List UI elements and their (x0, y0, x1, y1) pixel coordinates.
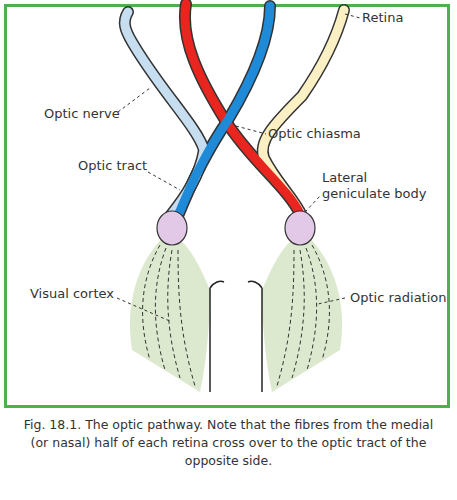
left-radiation (130, 238, 210, 392)
part-label: Optic tract (78, 158, 168, 174)
right-lgb (285, 211, 315, 245)
left-lgb (157, 211, 187, 245)
leader-line (117, 14, 360, 322)
part-label: Lateral geniculate body (322, 170, 432, 202)
figure-frame (4, 4, 450, 408)
fibre-colour (125, 4, 344, 216)
part-label: Optic chiasma (268, 126, 378, 142)
part-label: Optic radiation (350, 290, 450, 306)
hemisphere-outline (210, 281, 262, 392)
radiation-fibres (143, 245, 330, 386)
right-radiation (262, 238, 342, 392)
figure-caption: Fig. 18.1. The optic pathway. Note that … (20, 416, 437, 470)
part-label: Retina (362, 10, 442, 26)
part-label: Optic nerve (44, 106, 134, 122)
part-label: Visual cortex (30, 286, 130, 302)
fibre-outline (125, 4, 344, 216)
